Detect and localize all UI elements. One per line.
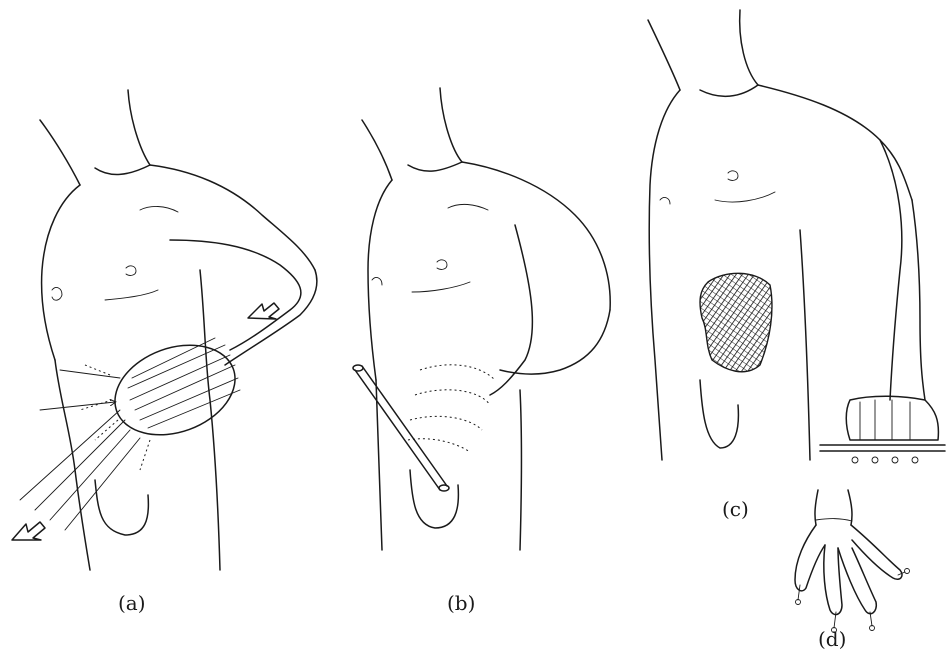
caption-b: (b) <box>447 591 475 615</box>
panel-c-figure <box>648 10 945 463</box>
caption-d: (d) <box>818 627 846 651</box>
panel-a-figure <box>12 90 317 570</box>
panel-b-figure <box>353 88 610 550</box>
panel-d-hand <box>795 490 910 633</box>
caption-a: (a) <box>118 591 146 615</box>
caption-c: (c) <box>722 497 749 521</box>
